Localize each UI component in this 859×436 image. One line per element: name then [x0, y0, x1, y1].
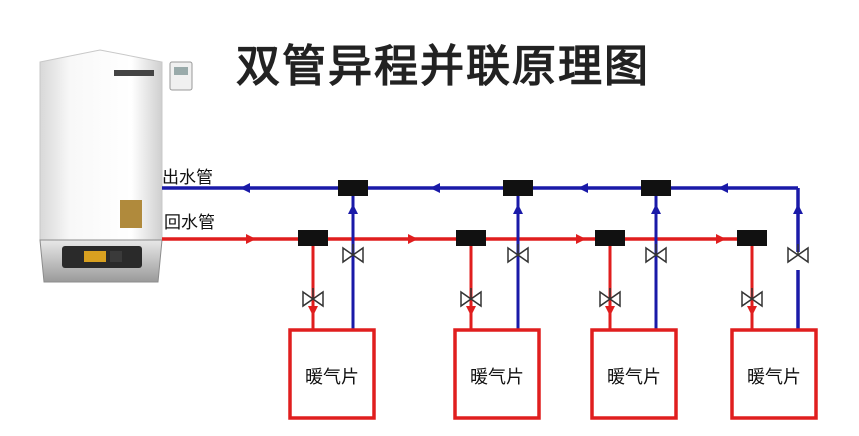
return-pipe-label: 回水管	[164, 213, 215, 233]
supply-tee	[338, 180, 368, 196]
boiler-badge	[120, 200, 142, 228]
branch-4	[737, 230, 809, 330]
valve-icon	[302, 288, 324, 308]
return-tee	[737, 230, 767, 246]
branch-3	[595, 180, 671, 330]
radiator-label: 暖气片	[747, 367, 801, 388]
supply-tee	[503, 180, 533, 196]
branch-1	[298, 180, 368, 330]
radiator-box	[590, 328, 678, 420]
thermostat	[169, 61, 193, 91]
valve-icon	[507, 244, 529, 264]
supply-flow-arrows	[240, 183, 803, 214]
radiator-label: 暖气片	[607, 367, 661, 388]
supply-pipe-label: 出水管	[162, 168, 213, 188]
valve-icon	[342, 244, 364, 264]
radiator-box	[730, 328, 818, 420]
branch-2	[456, 180, 533, 330]
return-tee	[298, 230, 328, 246]
valve-icon	[741, 288, 763, 308]
valve-icon	[599, 288, 621, 308]
radiator-box	[288, 328, 376, 420]
valve-icon	[645, 244, 667, 264]
radiator-label: 暖气片	[305, 367, 359, 388]
radiator-box	[453, 328, 541, 420]
return-tee	[456, 230, 486, 246]
supply-tee	[641, 180, 671, 196]
radiator-label: 暖气片	[470, 367, 524, 388]
return-flow-arrows	[246, 234, 726, 244]
valve-icon	[460, 288, 482, 308]
valve-icon	[787, 244, 809, 264]
boiler	[39, 49, 193, 283]
return-tee	[595, 230, 625, 246]
diagram-title: 双管异程并联原理图	[236, 41, 650, 92]
